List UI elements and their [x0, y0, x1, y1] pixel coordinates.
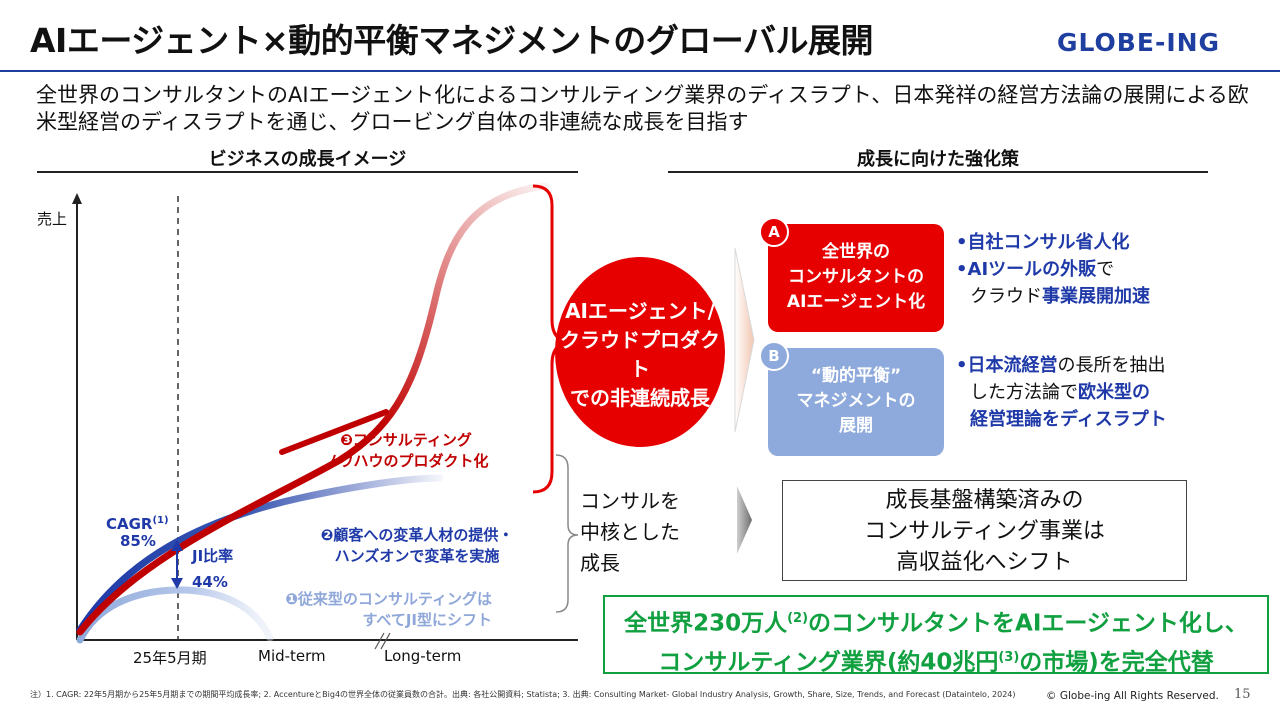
box-a-line3: AIエージェント化 [786, 292, 926, 312]
core-box-line2: コンサルティング事業は [864, 519, 1105, 544]
nonlinear-growth-text: AIエージェント/ クラウドプロダクト での非連続成長 [555, 297, 725, 413]
lead-text: 全世界のコンサルタントのAIエージェント化によるコンサルティング業界のディスラプ… [36, 83, 1249, 134]
ji-ratio-value: 44% [192, 573, 228, 591]
box-a-bullet2: •AIツールの外販で [956, 259, 1115, 280]
box-a-line2: コンサルタントの [788, 267, 924, 287]
oval-line2: クラウドプロダクト [560, 328, 720, 381]
goal-summary-box: 全世界230万人(2)のコンサルタントをAIエージェント化し、 コンサルティング… [603, 595, 1269, 675]
gray-brace [555, 454, 579, 613]
company-logo: GLOBE-ING [1057, 28, 1221, 57]
box-b-bullets: •日本流経営の長所を抽出 した方法論で欧米型の 経営理論をディスラプト [956, 352, 1167, 433]
right-section-heading: 成長に向けた強化策 [857, 149, 1019, 170]
box-a-line1: 全世界の [822, 242, 890, 262]
page-title: AIエージェント×動的平衡マネジメントのグローバル展開 [30, 21, 873, 60]
cagr-value: 85% [120, 532, 156, 550]
box-a-bullet2-cont: クラウド事業展開加速 [970, 286, 1150, 307]
step3-label: ❸コンサルティング ノウハウのプロダクト化 [306, 430, 506, 472]
title-divider [0, 70, 1280, 72]
x-label-current: 25年5月期 [133, 649, 207, 667]
step2-line2: ハンズオンで変革を実施 [334, 547, 500, 565]
step2-label: ❷顧客への変革人材の提供・ ハンズオンで変革を実施 [298, 525, 536, 567]
goal-line1: 全世界230万人(2)のコンサルタントをAIエージェント化し、 [624, 610, 1248, 637]
oval-line3: での非連続成長 [570, 386, 710, 410]
step2-line1: ❷顧客への変革人材の提供・ [320, 526, 514, 544]
core-business-box: 成長基盤構築済みの コンサルティング事業は 高収益化へシフト [782, 480, 1187, 581]
footnote: 注）1. CAGR: 22年5月期から25年5月期までの期間平均成長率; 2. … [30, 690, 1016, 699]
curve-ji [76, 474, 444, 634]
consul-core-line3: 成長 [580, 551, 620, 575]
consul-core-line2: 中核とした [580, 520, 680, 544]
core-box-line3: 高収益化へシフト [896, 550, 1073, 575]
step3-line1: ❸コンサルティング [340, 431, 472, 449]
chevron-upper [734, 247, 755, 433]
step1-line2: すべてJI型にシフト [362, 611, 492, 629]
strategy-box-a: 全世界の コンサルタントの AIエージェント化 [768, 224, 944, 332]
curve-traditional [76, 586, 274, 644]
box-b-line1: “動的平衡” [810, 366, 902, 386]
ji-arrow-head-down [171, 578, 183, 589]
consul-core-line1: コンサルを [580, 489, 680, 513]
oval-line1: AIエージェント/ [565, 299, 715, 323]
strategy-box-b: “動的平衡” マネジメントの 展開 [768, 348, 944, 456]
axis-break-mark [380, 632, 391, 650]
box-a-bullets: •自社コンサル省人化 •AIツールの外販で クラウド事業展開加速 [956, 229, 1150, 310]
step3-line2: ノウハウのプロダクト化 [323, 452, 489, 470]
y-axis-label: 売上 [37, 210, 68, 228]
nonlinear-growth-oval [555, 257, 725, 447]
core-box-line1: 成長基盤構築済みの [885, 488, 1084, 513]
box-b-bullet1-cont: した方法論で欧米型の [970, 382, 1150, 403]
box-a-bullet1: •自社コンサル省人化 [956, 232, 1130, 253]
y-axis-arrow [72, 193, 82, 204]
consul-core-label: コンサルを 中核とした 成長 [580, 486, 680, 579]
box-b-line2: マネジメントの [796, 391, 916, 411]
box-b-bullet1-cont2: 経営理論をディスラプト [970, 409, 1167, 430]
step1-label: ❶従来型のコンサルティングは すべてJI型にシフト [262, 589, 492, 631]
chevron-lower [737, 486, 752, 554]
step1-line1: ❶従来型のコンサルティングは [285, 590, 492, 608]
curve-product [76, 182, 549, 636]
badge-b: B [759, 341, 789, 371]
left-section-heading: ビジネスの成長イメージ [208, 149, 407, 170]
box-b-bullet1: •日本流経営の長所を抽出 [956, 355, 1166, 376]
ji-ratio-label: JI比率 [192, 547, 234, 565]
badge-a: A [759, 217, 789, 247]
x-label-long-term: Long-term [384, 647, 462, 665]
axis-break-mark [374, 632, 385, 650]
left-section-rule [37, 171, 578, 173]
box-b-line3: 展開 [839, 416, 873, 436]
goal-line2: コンサルティング業界(約40兆円(3)の市場)を完全代替 [658, 649, 1214, 676]
copyright: © Globe-ing All Rights Reserved. [1046, 690, 1219, 702]
ji-arrow-head-up [171, 540, 183, 551]
right-section-rule [668, 171, 1208, 173]
page-number: 15 [1234, 687, 1251, 702]
cagr-label: CAGR(1) [106, 515, 169, 533]
productization-bar [279, 409, 389, 455]
x-label-mid-term: Mid-term [258, 647, 326, 665]
